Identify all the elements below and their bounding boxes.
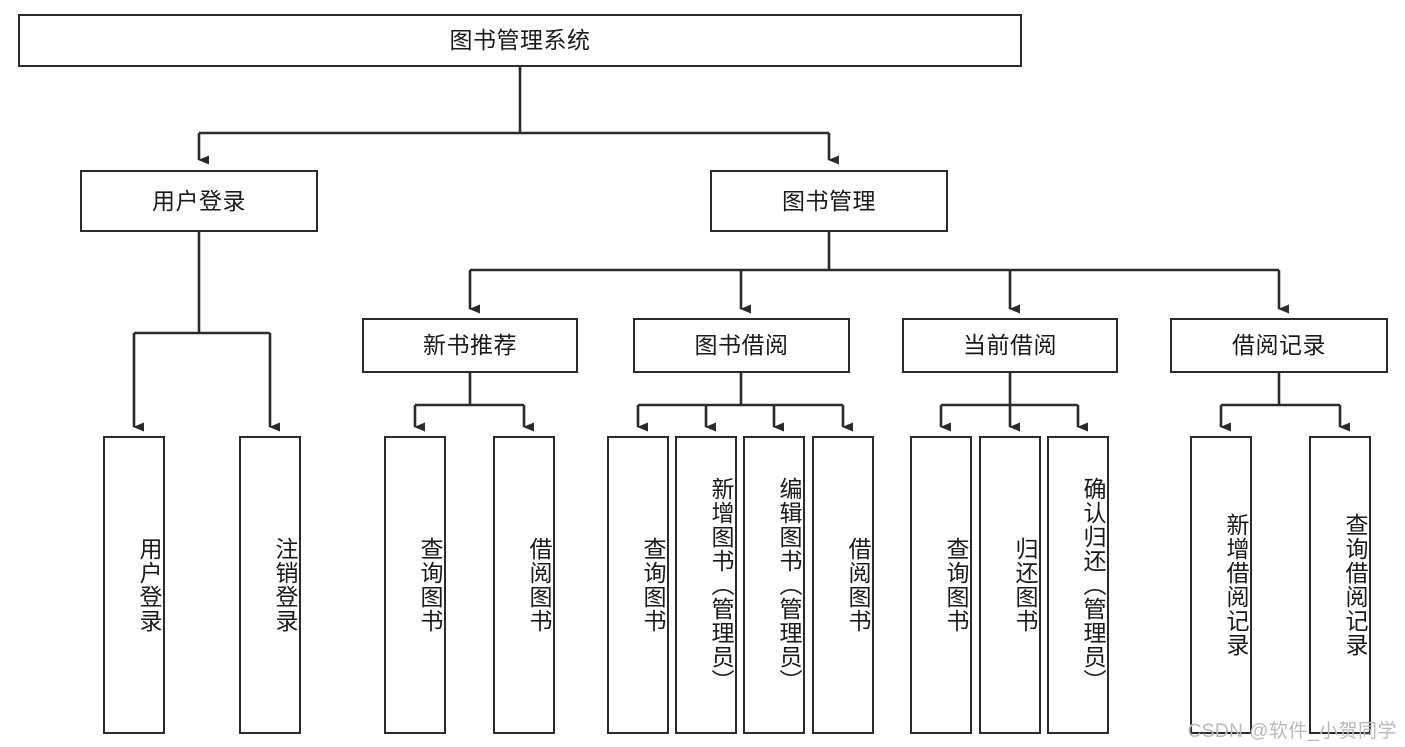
leaf-current-query-book[interactable]: 查询图书 bbox=[910, 436, 972, 734]
leaf-borrow-query-book[interactable]: 查询图书 bbox=[607, 436, 669, 734]
leaf-label: 查询借阅记录 bbox=[1342, 513, 1368, 657]
leaf-label: 借阅图书 bbox=[526, 537, 552, 633]
node-new-book-recommend[interactable]: 新书推荐 bbox=[362, 318, 578, 373]
leaf-user-login-login[interactable]: 用户登录 bbox=[103, 436, 165, 734]
leaf-label: 编辑图书（管理员） bbox=[776, 477, 802, 693]
node-book-management[interactable]: 图书管理 bbox=[710, 170, 948, 232]
node-user-login[interactable]: 用户登录 bbox=[80, 170, 318, 232]
node-user-login-label: 用户登录 bbox=[152, 187, 246, 214]
node-borrow-record[interactable]: 借阅记录 bbox=[1170, 318, 1388, 373]
leaf-recommend-query-book[interactable]: 查询图书 bbox=[384, 436, 446, 734]
node-book-management-label: 图书管理 bbox=[782, 187, 876, 214]
leaf-label: 新增借阅记录 bbox=[1223, 513, 1249, 657]
leaf-label: 借阅图书 bbox=[845, 537, 871, 633]
leaf-current-confirm-return-admin[interactable]: 确认归还（管理员） bbox=[1047, 436, 1109, 734]
node-book-borrow-label: 图书借阅 bbox=[694, 332, 789, 359]
leaf-current-return-book[interactable]: 归还图书 bbox=[979, 436, 1041, 734]
node-current-borrow-label: 当前借阅 bbox=[963, 332, 1057, 359]
leaf-label: 查询图书 bbox=[943, 537, 969, 633]
leaf-label: 确认归还（管理员） bbox=[1080, 477, 1106, 693]
leaf-borrow-edit-book-admin[interactable]: 编辑图书（管理员） bbox=[743, 436, 805, 734]
leaf-label: 查询图书 bbox=[417, 537, 443, 633]
leaf-borrow-add-book-admin[interactable]: 新增图书（管理员） bbox=[675, 436, 737, 734]
node-borrow-record-label: 借阅记录 bbox=[1232, 332, 1326, 359]
leaf-label: 新增图书（管理员） bbox=[708, 477, 734, 693]
watermark-csdn: CSDN @软件_小贺同学 bbox=[1187, 721, 1397, 742]
leaf-borrow-borrow-book[interactable]: 借阅图书 bbox=[812, 436, 874, 734]
node-current-borrow[interactable]: 当前借阅 bbox=[902, 318, 1118, 373]
leaf-record-add-record[interactable]: 新增借阅记录 bbox=[1190, 436, 1252, 734]
leaf-label: 注销登录 bbox=[272, 537, 298, 633]
node-root-label: 图书管理系统 bbox=[449, 27, 591, 54]
leaf-label: 用户登录 bbox=[136, 537, 162, 633]
leaf-recommend-borrow-book[interactable]: 借阅图书 bbox=[493, 436, 555, 734]
leaf-label: 查询图书 bbox=[640, 537, 666, 633]
leaf-user-login-logout[interactable]: 注销登录 bbox=[239, 436, 301, 734]
node-new-book-recommend-label: 新书推荐 bbox=[423, 332, 517, 359]
node-book-borrow[interactable]: 图书借阅 bbox=[633, 318, 850, 373]
node-root-system[interactable]: 图书管理系统 bbox=[18, 14, 1022, 67]
leaf-label: 归还图书 bbox=[1012, 537, 1038, 633]
leaf-record-query-record[interactable]: 查询借阅记录 bbox=[1309, 436, 1371, 734]
